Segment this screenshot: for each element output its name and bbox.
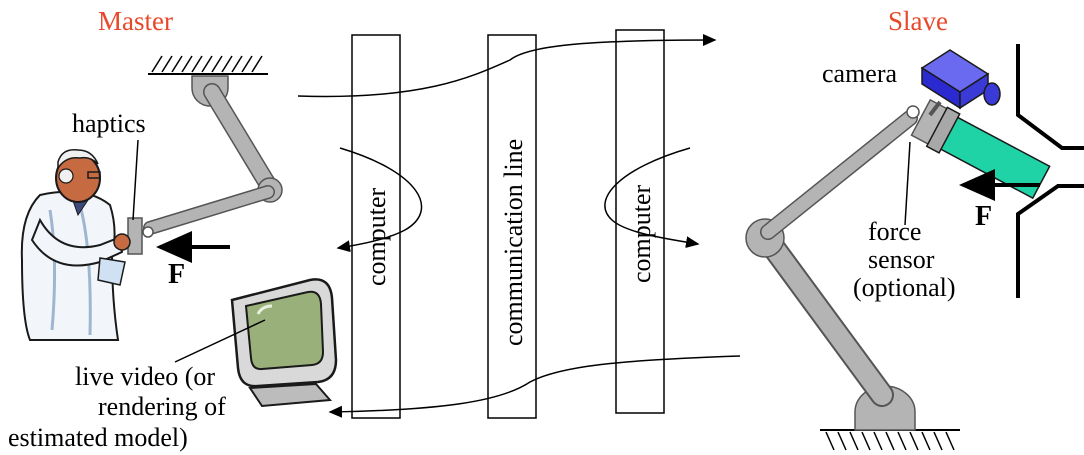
haptics-label: haptics [72, 109, 146, 138]
left-feedback-arrow [336, 147, 423, 253]
master-title: Master [98, 6, 173, 36]
master-force-label: F [168, 259, 185, 290]
slave-force-label: F [975, 201, 992, 232]
force-sensor-pointer [904, 141, 911, 226]
camera-label: camera [822, 59, 898, 88]
video-flow-arrow [328, 355, 741, 418]
live-video-line-2: rendering of [98, 392, 226, 421]
camera-icon [920, 49, 1001, 117]
computer-right-box: computer [615, 29, 665, 414]
operator-person-icon [20, 149, 131, 341]
slave-arm [745, 98, 960, 451]
force-sensor-line-1: force [868, 217, 921, 246]
haptics-pointer [132, 139, 139, 221]
live-video-line-1: live video (or [75, 362, 215, 391]
right-feedback-arrow [604, 147, 700, 249]
communication-line-box: communication line [487, 34, 537, 419]
live-video-line-3: estimated model) [8, 423, 188, 452]
force-sensor-line-3: (optional) [853, 273, 956, 302]
slave-title: Slave [888, 6, 948, 36]
communication-line-label: communication line [499, 139, 528, 346]
computer-left-label: computer [362, 187, 391, 286]
monitor-icon [230, 278, 338, 408]
master-arm [127, 55, 283, 255]
gripper-tool [925, 106, 1051, 200]
environment-walls [1016, 44, 1084, 298]
force-sensor-line-2: sensor [868, 245, 935, 274]
computer-left-box: computer [351, 34, 401, 419]
live-video-pointer [174, 319, 266, 363]
command-flow-arrow [297, 34, 717, 98]
